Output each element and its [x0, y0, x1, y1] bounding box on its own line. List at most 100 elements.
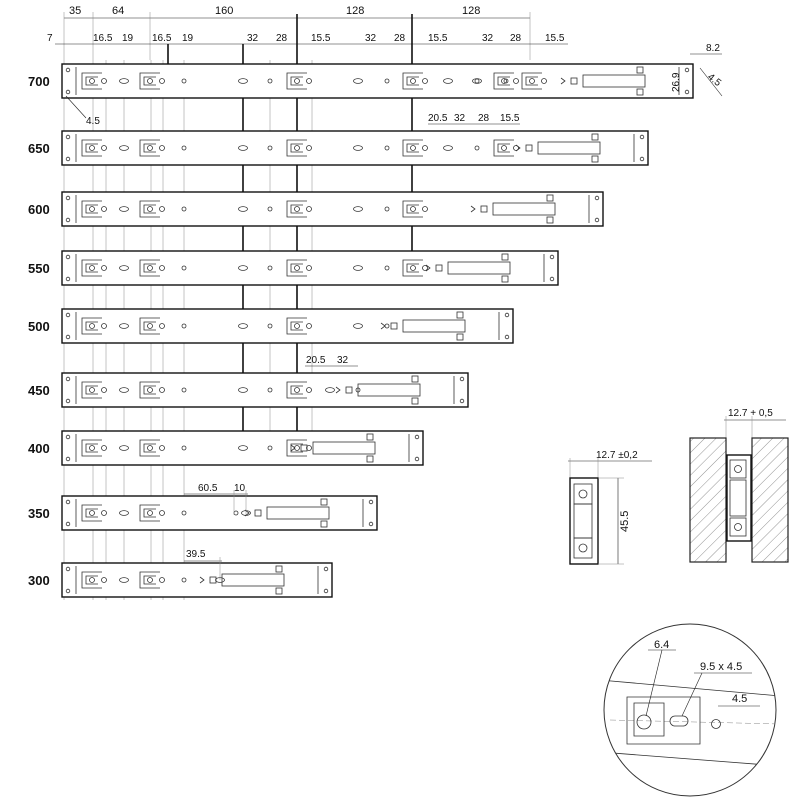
mount-hole-icon [594, 217, 600, 223]
slot-hole-icon [119, 323, 129, 329]
mount-hole-icon [65, 456, 71, 462]
bracket-icon [81, 317, 102, 335]
mount-hole-icon [65, 217, 71, 223]
rail-length-label: 550 [28, 261, 50, 276]
slot-hole-icon [238, 445, 248, 451]
bracket-icon [81, 259, 102, 277]
slot-hole-icon [119, 577, 129, 583]
mount-hole-icon [181, 78, 187, 84]
mount-hole-icon [65, 134, 71, 140]
slot-hole-icon [238, 78, 248, 84]
slot-hole-icon [119, 206, 129, 212]
bracket-icon [402, 139, 423, 157]
detail-view: 6.4 9.5 x 4.5 4.5 [603, 623, 777, 797]
bracket-icon [81, 571, 102, 589]
dim-4-5-end: 4.5 [705, 72, 723, 89]
rail-450: 450 [28, 372, 469, 408]
bracket-icon [493, 72, 514, 90]
top-dim-35: 35 [69, 5, 81, 17]
dim-4-5-left: 4.5 [86, 116, 100, 127]
bracket-icon [286, 317, 307, 335]
slot-hole-icon [238, 387, 248, 393]
slot-hole-icon [119, 145, 129, 151]
mount-hole-icon [594, 195, 600, 201]
bracket-icon [81, 504, 102, 522]
slot-hole-icon [119, 510, 129, 516]
mount-hole-icon [639, 156, 645, 162]
sub-dim-16-5b: 16.5 [152, 33, 172, 44]
bracket-icon [139, 317, 160, 335]
section-width-dim: 12.7 ±0,2 [596, 450, 638, 461]
sub-dim-15-5c: 15.5 [545, 33, 565, 44]
slot-hole-icon [472, 78, 482, 84]
rail-length-label: 500 [28, 319, 50, 334]
slot-hole-icon [443, 145, 453, 151]
rail-length-label: 400 [28, 441, 50, 456]
slot-hole-icon [119, 445, 129, 451]
mount-hole-icon [181, 206, 187, 212]
bracket-icon [139, 139, 160, 157]
dim450-32: 32 [337, 355, 349, 366]
cross-section-view: 12.7 ±0,2 45.5 [568, 450, 652, 565]
mount-hole-icon [414, 434, 420, 440]
install-gap-dim: 12.7 + 0,5 [728, 408, 773, 419]
lock-mechanism-icon [402, 319, 466, 333]
mount-hole-icon [384, 78, 390, 84]
detail-hole-4-5: 4.5 [732, 693, 747, 705]
sub-dim-28a: 28 [276, 33, 288, 44]
mount-hole-icon [549, 276, 555, 282]
mount-hole-icon [414, 456, 420, 462]
bracket-icon [286, 259, 307, 277]
slot-hole-icon [238, 206, 248, 212]
mount-hole-icon [459, 376, 465, 382]
mount-hole-icon [474, 145, 480, 151]
mount-hole-icon [267, 387, 273, 393]
installation-view: 12.7 + 0,5 [689, 408, 789, 563]
lock-mechanism-icon [492, 202, 556, 216]
mount-hole-icon [267, 323, 273, 329]
mount-hole-icon [65, 588, 71, 594]
mount-hole-icon [368, 499, 374, 505]
bracket-icon [81, 439, 102, 457]
sub-dim-28c: 28 [510, 33, 522, 44]
bracket-icon [402, 259, 423, 277]
slot-hole-icon [238, 265, 248, 271]
rail-500: 500 [28, 308, 514, 344]
top-dim-128a: 128 [346, 5, 364, 17]
sub-dim-7: 7 [47, 33, 53, 44]
hole-6-4-icon [636, 714, 652, 730]
rail-length-label: 350 [28, 506, 50, 521]
mount-hole-icon [65, 376, 71, 382]
mount-hole-icon [384, 265, 390, 271]
sub-dim-19a: 19 [122, 33, 134, 44]
slot-hole-icon [353, 78, 363, 84]
lock-mechanism-icon [312, 441, 376, 455]
rail-length-label: 300 [28, 573, 50, 588]
rail-550: 550 [28, 250, 559, 286]
bracket-icon [81, 139, 102, 157]
rail-length-label: 600 [28, 202, 50, 217]
bracket-icon [286, 72, 307, 90]
dim350-10: 10 [234, 483, 246, 494]
bracket-icon [81, 72, 102, 90]
rail-650: 650 [28, 130, 649, 166]
mount-hole-icon [65, 195, 71, 201]
lock-mechanism-icon [582, 74, 646, 88]
sub-dim-32a: 32 [247, 33, 259, 44]
sub-dim-15-5a: 15.5 [311, 33, 331, 44]
mount-hole-icon [65, 67, 71, 73]
mount-hole-icon [684, 67, 690, 73]
sub-dim-28b: 28 [394, 33, 406, 44]
mount-hole-icon [368, 521, 374, 527]
mount-hole-icon [684, 89, 690, 95]
mount-hole-icon [181, 265, 187, 271]
mount-hole-icon [267, 265, 273, 271]
slot-hole-icon [238, 323, 248, 329]
dim350-60-5: 60.5 [198, 483, 218, 494]
rail-350: 350 [28, 495, 378, 531]
top-dim-128b: 128 [462, 5, 480, 17]
lock-mechanism-icon [537, 141, 601, 155]
bracket-icon [521, 72, 542, 90]
mount-hole-icon [65, 156, 71, 162]
